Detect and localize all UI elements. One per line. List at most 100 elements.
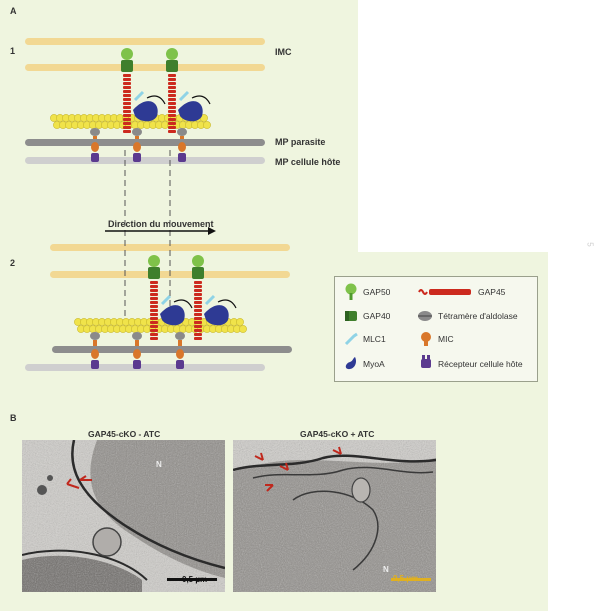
imc-outer-1: [25, 38, 265, 45]
aldolase-glyph: [175, 332, 185, 340]
gap45-segment: [194, 301, 202, 304]
receptor-icon: [421, 355, 431, 368]
gap45-segment: [123, 102, 131, 105]
gap45-segment: [150, 329, 158, 332]
mic-glyph: [91, 142, 99, 152]
gap45-segment: [123, 106, 131, 109]
label-imc: IMC: [275, 47, 292, 57]
micrograph-right-texture: [233, 440, 436, 592]
gap45-segment: [150, 293, 158, 296]
gap45-segment: [123, 82, 131, 85]
receptor-glyph: [178, 153, 186, 162]
gap45-segment: [194, 329, 202, 332]
membranes-state-2: [25, 244, 292, 371]
actin-bead: [236, 318, 244, 326]
left-nucleus-label: N: [156, 460, 162, 469]
gap45-segment: [168, 82, 176, 85]
mic-glyph: [178, 142, 186, 152]
aldolase-glyph: [132, 128, 142, 136]
legend-myoa: MyoA: [363, 359, 385, 369]
myoa-glyph: [204, 305, 229, 326]
myosin-arc: [217, 299, 237, 309]
gap45-segment: [168, 102, 176, 105]
myosin-arc: [173, 299, 193, 309]
state-1-number: 1: [10, 46, 16, 56]
right-scale-label: 0,5 µm: [393, 574, 419, 583]
mp-parasite-2: [52, 346, 292, 353]
mic-glyph: [133, 349, 141, 359]
gap45-segment: [194, 317, 202, 320]
aldolase-glyph: [177, 128, 187, 136]
gap45-segment: [123, 98, 131, 101]
gap45-segment: [123, 114, 131, 117]
side-page-number: 5: [585, 242, 595, 247]
gap45-segment: [150, 305, 158, 308]
gap40-glyph: [121, 60, 133, 72]
gap50-glyph: [166, 48, 178, 60]
gap45-segment: [150, 337, 158, 340]
gap45-segment: [150, 317, 158, 320]
mic-glyph: [176, 349, 184, 359]
mp-host-1: [25, 157, 265, 164]
legend-aldolase: Tétramère d'aldolase: [438, 311, 518, 321]
imc-outer-2: [50, 244, 290, 251]
gap45-segment: [150, 301, 158, 304]
glideosome-diagram: [25, 38, 292, 371]
legend-mlc1: MLC1: [363, 334, 386, 344]
myoa-icon: [345, 357, 357, 370]
mic-stem: [178, 340, 182, 346]
myoa-glyph: [133, 101, 158, 122]
gap50-glyph: [192, 255, 204, 267]
gap45-segment: [194, 337, 202, 340]
mic-stem: [135, 136, 139, 139]
micrograph-left-title: GAP45-cKO - ATC: [88, 429, 161, 439]
mlc1-glyph: [204, 294, 216, 306]
gap45-segment: [194, 321, 202, 324]
right-nucleus-label: N: [383, 565, 389, 574]
mlc1-glyph: [178, 90, 190, 102]
gap40-glyph: [166, 60, 178, 72]
gap45-segment: [150, 285, 158, 288]
gap45-segment: [194, 289, 202, 292]
mp-parasite-1: [25, 139, 265, 146]
mic-glyph: [91, 349, 99, 359]
gap45-segment: [194, 297, 202, 300]
gap45-segment: [123, 86, 131, 89]
gap45-segment: [168, 98, 176, 101]
receptor-glyph: [133, 360, 141, 369]
aldolase-icon: [418, 311, 432, 321]
gap45-segment: [123, 90, 131, 93]
gap45-segment: [168, 74, 176, 77]
legend-mic: MIC: [438, 334, 454, 344]
gap45-segment: [123, 130, 131, 133]
actin-bead: [239, 325, 247, 333]
legend-gap40: GAP40: [363, 311, 391, 321]
label-mp-host: MP cellule hôte: [275, 157, 341, 167]
gap45-segment: [168, 90, 176, 93]
myosin-arc: [191, 95, 211, 105]
direction-arrow: [105, 227, 216, 235]
aldolase-glyph: [90, 128, 100, 136]
mic-glyph: [133, 142, 141, 152]
gap45-segment: [168, 110, 176, 113]
micrograph-right: 0,5 µm N: [233, 440, 436, 592]
mp-host-2: [25, 364, 265, 371]
gap45-segment: [194, 293, 202, 296]
mic-stem: [93, 136, 97, 139]
state-2-number: 2: [10, 258, 16, 268]
aldolase-glyph: [132, 332, 142, 340]
gap45-segment: [150, 297, 158, 300]
gap45-segment: [168, 122, 176, 125]
left-scale-label: 0,5 µm: [182, 575, 208, 584]
gap45-segment: [150, 333, 158, 336]
gap45-segment: [168, 118, 176, 121]
gap45-segment: [150, 321, 158, 324]
gap45-icon: [418, 289, 471, 295]
gap45-segment: [168, 130, 176, 133]
gap45-segment: [150, 309, 158, 312]
micrograph-left-texture: [22, 440, 225, 592]
gap40-glyph: [148, 267, 160, 279]
membranes-state-1: [25, 38, 265, 164]
myosin-arc: [146, 95, 166, 105]
reference-dashed-lines: [124, 150, 171, 325]
